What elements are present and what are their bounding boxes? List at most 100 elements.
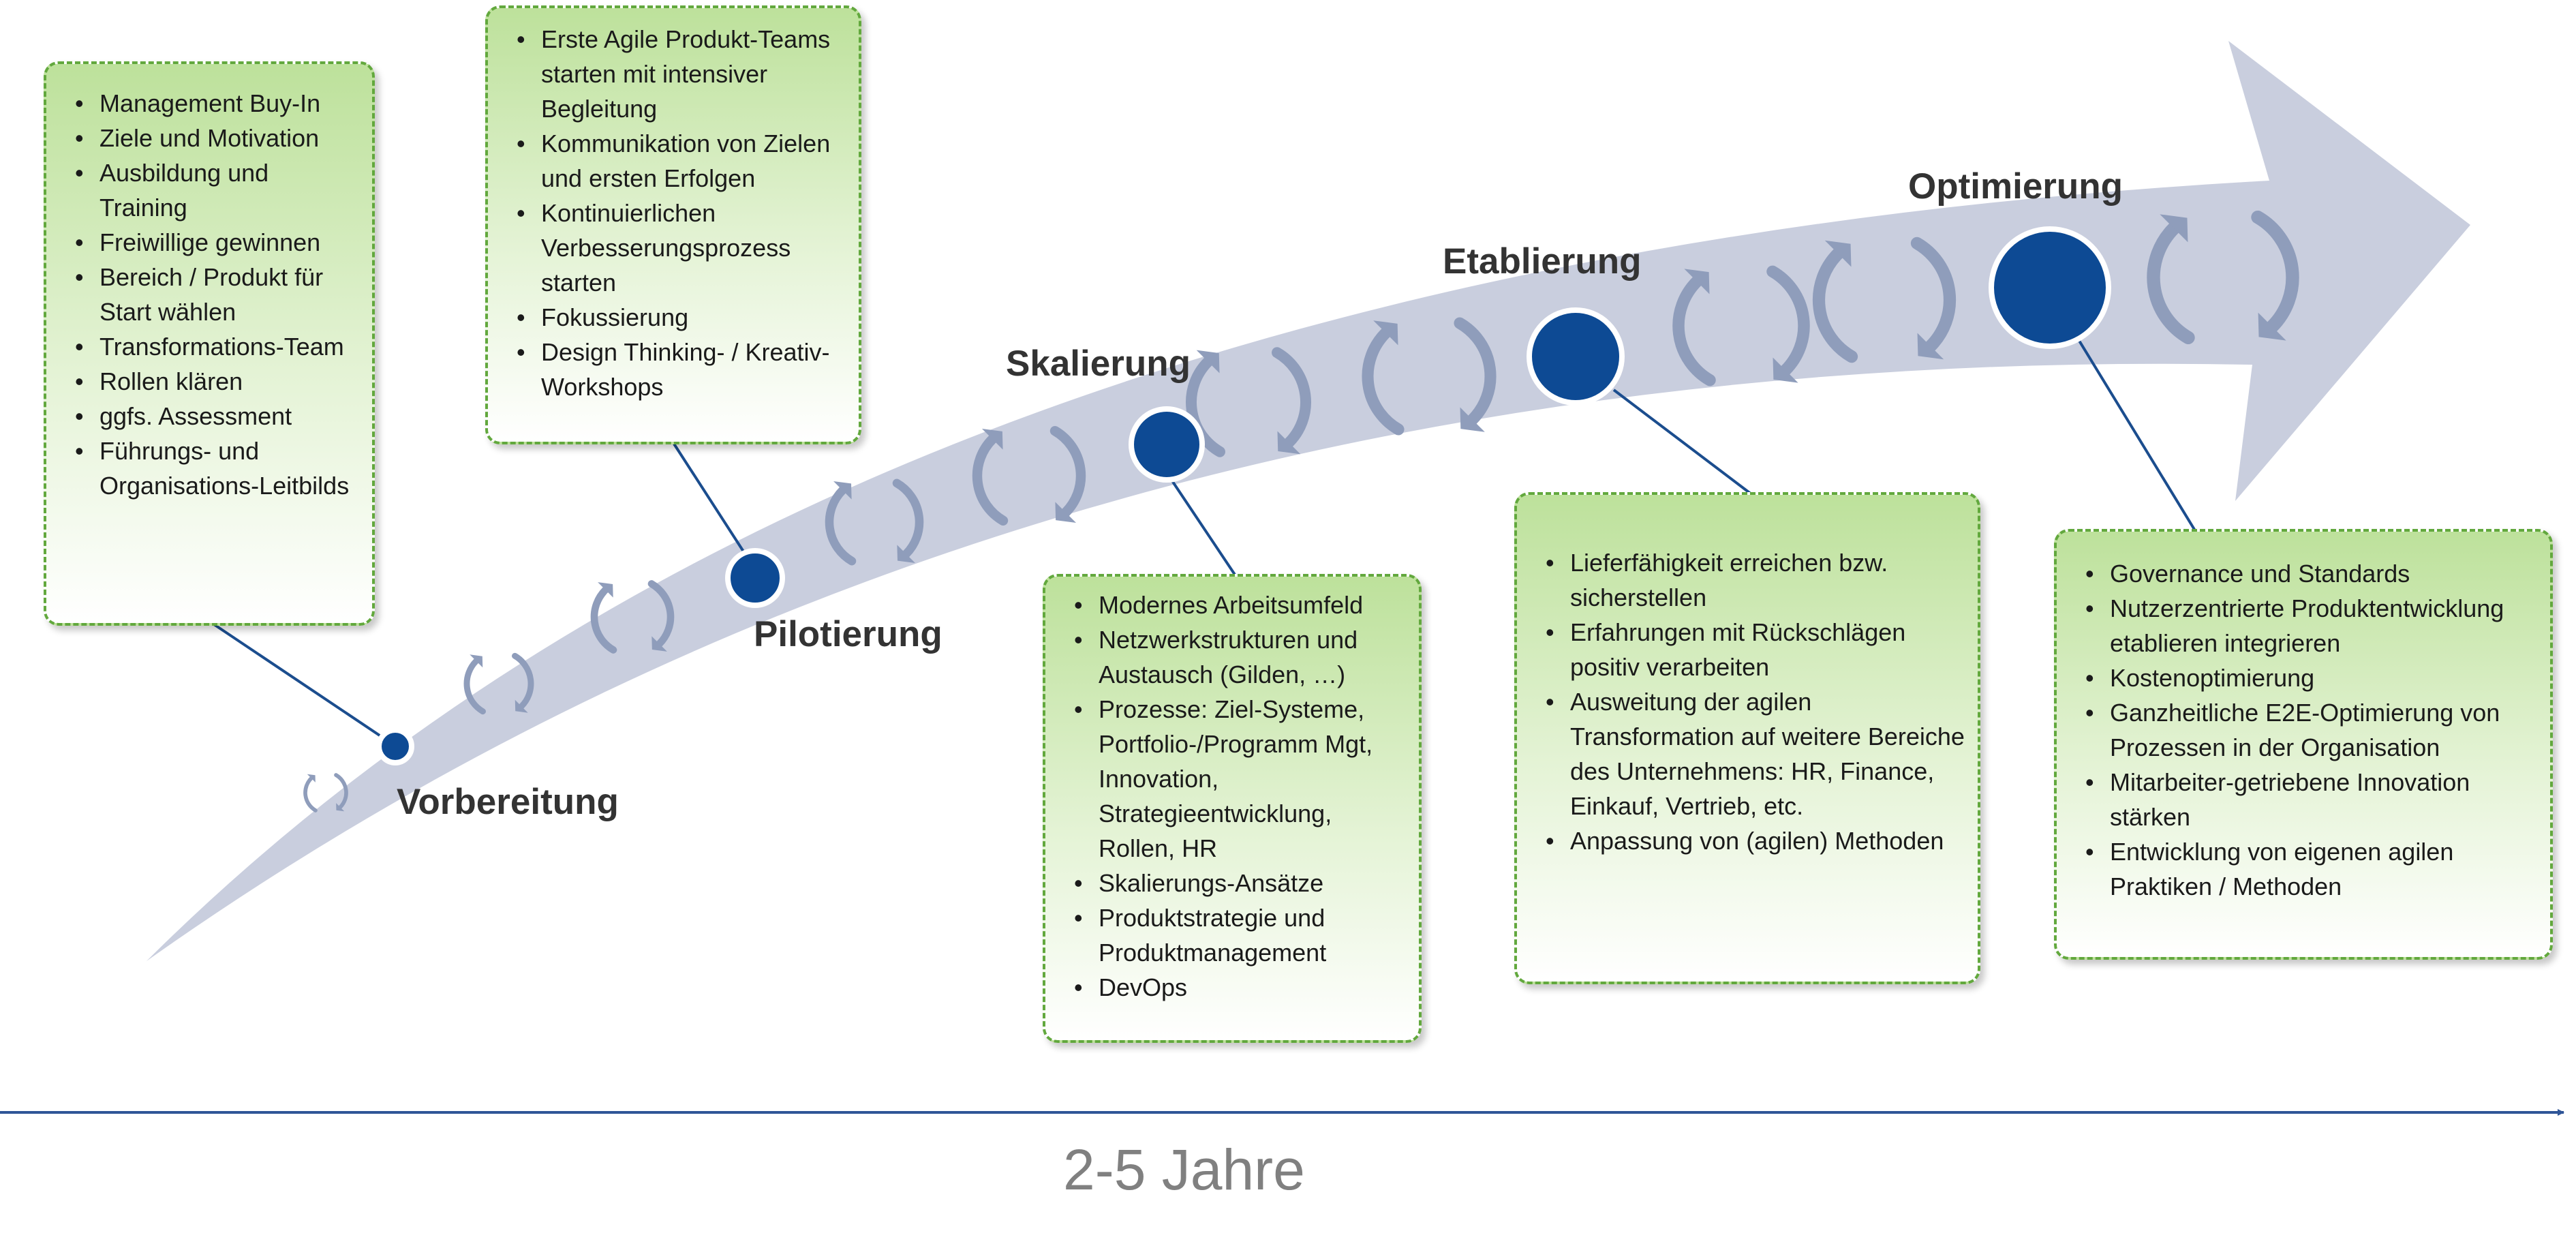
milestone-circle-optimierung: [1989, 226, 2111, 349]
cycle-arrowhead: [2160, 214, 2188, 243]
list-item: Kontinuierlichen Verbesserungsprozess st…: [488, 196, 848, 300]
cycle-arrowhead: [1773, 357, 1798, 383]
list-item: Ziele und Motivation: [46, 121, 361, 155]
cycle-arc: [303, 776, 318, 812]
cycle-arc: [1672, 275, 1716, 386]
box-etablierung: Lieferfähigkeit erreichen bzw. sicherste…: [1514, 492, 1980, 984]
list-item: Design Thinking- / Kreativ-Workshops: [488, 335, 848, 404]
cycle-arrowhead: [1824, 240, 1852, 267]
list-optimierung: Governance und StandardsNutzerzentrierte…: [2057, 556, 2539, 904]
list-item: Ganzheitliche E2E-Optimierung von Prozes…: [2057, 695, 2539, 765]
list-item: Nutzerzentrierte Produktentwicklung etab…: [2057, 591, 2539, 660]
cycle-arrowhead: [336, 803, 345, 812]
cycle-arrowhead: [470, 654, 483, 668]
cycle-icon: [825, 478, 924, 566]
list-skalierung: Modernes ArbeitsumfeldNetzwerkstrukturen…: [1045, 588, 1408, 1005]
box-skalierung: Modernes ArbeitsumfeldNetzwerkstrukturen…: [1043, 574, 1422, 1043]
cycle-icon: [1672, 265, 1810, 386]
list-item: Führungs- und Organisations-Leitbilds: [46, 434, 361, 503]
cycle-arc: [512, 652, 534, 710]
milestone-circle-vorbereitung: [376, 727, 414, 765]
box-pilotierung: Erste Agile Produkt-Teams starten mit in…: [485, 5, 861, 444]
cycle-arc: [1910, 237, 1957, 353]
cycle-icons-group: [303, 210, 2299, 812]
connector-vorbereitung: [206, 619, 395, 746]
list-item: Governance und Standards: [2057, 556, 2539, 591]
cycle-arc: [1049, 425, 1086, 517]
cycle-arc: [2147, 222, 2195, 345]
list-item: Modernes Arbeitsumfeld: [1045, 588, 1408, 622]
phase-title-skalierung: Skalierung: [1006, 344, 1191, 384]
cycle-arc: [647, 580, 675, 648]
cycle-arrowhead: [1373, 320, 1398, 346]
list-item: Ausbildung und Training: [46, 155, 361, 225]
connector-pilotierung: [670, 438, 751, 562]
cycle-arc: [2251, 210, 2299, 333]
list-item: Erfahrungen mit Rückschlägen positiv ver…: [1517, 615, 1967, 684]
phase-title-etablierung: Etablierung: [1443, 241, 1642, 282]
cycle-arrowhead: [1196, 350, 1220, 374]
list-item: Rollen klären: [46, 364, 361, 399]
connector-skalierung: [1167, 474, 1236, 576]
cycle-arrowhead: [1055, 502, 1077, 523]
cycle-arc: [1362, 326, 1405, 436]
cycle-arc: [1186, 356, 1225, 457]
cycle-arc: [1454, 317, 1497, 426]
list-item: Management Buy-In: [46, 86, 361, 121]
list-item: Netzwerkstrukturen und Austausch (Gilden…: [1045, 622, 1408, 692]
cycle-arc: [892, 478, 924, 558]
list-item: Ausweitung der agilen Transformation auf…: [1517, 684, 1967, 823]
cycle-arc: [972, 434, 1009, 526]
cycle-arc: [1272, 347, 1311, 449]
cycle-icon: [1812, 237, 1957, 363]
list-item: ggfs. Assessment: [46, 399, 361, 434]
cycle-icon: [463, 652, 534, 715]
phase-title-pilotierung: Pilotierung: [754, 614, 942, 654]
cycle-arc: [334, 773, 348, 810]
list-item: Produktstrategie und Produktmanagement: [1045, 900, 1408, 970]
box-vorbereitung: Management Buy-InZiele und MotivationAus…: [44, 61, 375, 626]
connector-optimierung: [2076, 336, 2197, 533]
cycle-icon: [972, 425, 1086, 526]
list-item: Transformations-Team: [46, 329, 361, 364]
cycle-icon: [303, 773, 348, 812]
cycle-arrowhead: [897, 545, 915, 563]
list-etablierung: Lieferfähigkeit erreichen bzw. sicherste…: [1517, 545, 1967, 858]
box-optimierung: Governance und StandardsNutzerzentrierte…: [2054, 529, 2553, 960]
connector-etablierung: [1612, 389, 1753, 496]
list-pilotierung: Erste Agile Produkt-Teams starten mit in…: [488, 22, 848, 404]
list-item: Fokussierung: [488, 300, 848, 335]
connector-lines: [206, 336, 2197, 746]
cycle-arc: [1812, 247, 1858, 363]
milestone-circle-skalierung: [1129, 406, 1205, 483]
cycle-arrowhead: [2258, 312, 2286, 341]
cycle-arrowhead: [833, 481, 852, 500]
roadmap-arrow: [147, 41, 2470, 961]
cycle-icon: [590, 580, 675, 654]
list-item: Entwicklung von eigenen agilen Praktiken…: [2057, 834, 2539, 904]
list-item: Anpassung von (agilen) Methoden: [1517, 823, 1967, 858]
list-item: Skalierungs-Ansätze: [1045, 866, 1408, 900]
milestones: [376, 226, 2111, 765]
list-item: Bereich / Produkt für Start wählen: [46, 260, 361, 329]
list-item: Kostenoptimierung: [2057, 660, 2539, 695]
cycle-arc: [1766, 265, 1810, 376]
milestone-circle-pilotierung: [725, 548, 785, 608]
list-item: Erste Agile Produkt-Teams starten mit in…: [488, 22, 848, 126]
phase-title-vorbereitung: Vorbereitung: [397, 782, 619, 822]
list-item: Prozesse: Ziel-Systeme, Portfolio-/Progr…: [1045, 692, 1408, 866]
cycle-arrowhead: [515, 699, 528, 713]
cycle-arrowhead: [1460, 407, 1485, 432]
timeline-label: 2-5 Jahre: [1063, 1138, 1305, 1202]
list-vorbereitung: Management Buy-InZiele und MotivationAus…: [46, 86, 361, 503]
list-item: Mitarbeiter-getriebene Innovation stärke…: [2057, 765, 2539, 834]
cycle-arrowhead: [598, 582, 613, 598]
milestone-circle-etablierung: [1527, 307, 1625, 406]
list-item: Lieferfähigkeit erreichen bzw. sicherste…: [1517, 545, 1967, 615]
cycle-arc: [825, 486, 857, 566]
cycle-arrowhead: [981, 428, 1003, 450]
cycle-arrowhead: [1277, 431, 1301, 455]
cycle-icon: [2147, 210, 2299, 345]
